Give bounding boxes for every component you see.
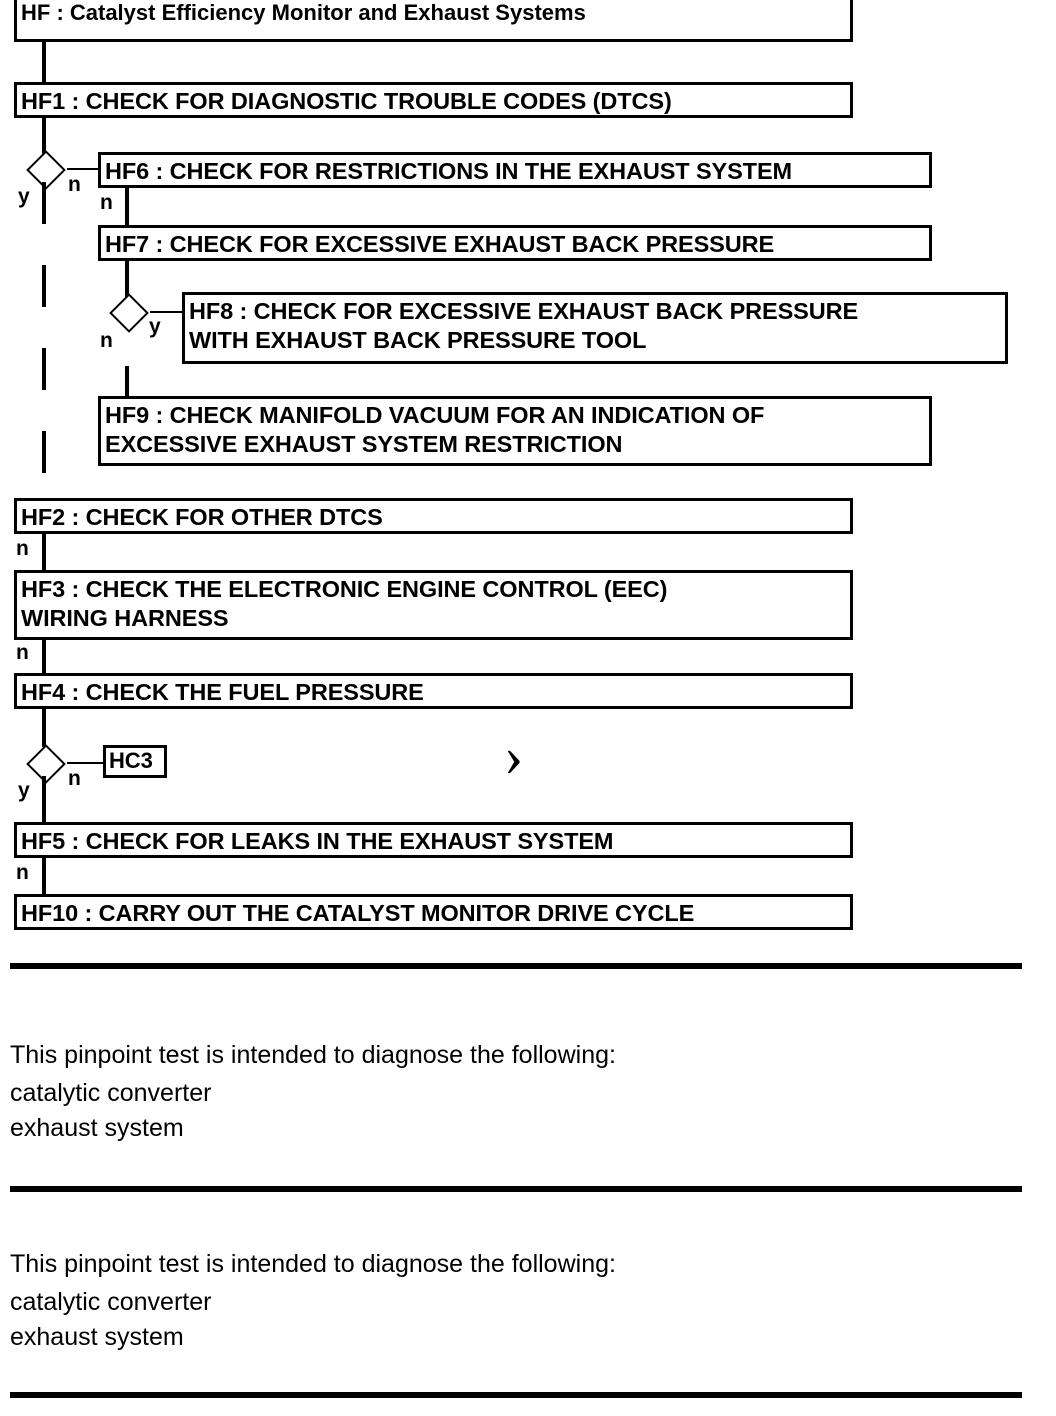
note-2-items: catalytic converter exhaust system [10,1288,212,1351]
connector-hf7-to-decision2 [125,261,129,297]
connector-decision2-to-hf8 [150,311,185,313]
branch-label-hf3-no: n [16,641,29,664]
node-hf8[interactable]: HF8 : CHECK FOR EXCESSIVE EXHAUST BACK P… [182,292,1008,364]
decision-diamond-3[interactable] [26,744,66,784]
branch-label-d3-no: n [68,767,81,790]
node-hf5[interactable]: HF5 : CHECK FOR LEAKS IN THE EXHAUST SYS… [14,822,853,858]
node-hf9[interactable]: HF9 : CHECK MANIFOLD VACUUM FOR AN INDIC… [98,396,932,466]
node-hf7[interactable]: HF7 : CHECK FOR EXCESSIVE EXHAUST BACK P… [98,225,932,261]
branch-label-d3-yes: y [18,779,30,802]
decision-diamond-2[interactable] [109,293,149,333]
note-1-items: catalytic converter exhaust system [10,1079,212,1142]
separator-rule-2 [10,1186,1022,1192]
node-hf4[interactable]: HF4 : CHECK THE FUEL PRESSURE [14,673,853,709]
connector-decision1-to-hf6 [67,168,101,170]
chevron-right-icon: › [504,723,524,788]
branch-label-d1-yes: y [18,185,30,208]
branch-label-d2-no: n [100,329,113,352]
branch-label-hf6-no: n [100,191,113,214]
decision-diamond-1[interactable] [26,150,66,190]
connector-hf4-to-decision3 [42,709,46,747]
connector-hf3-to-hf4 [42,640,46,674]
node-hc3[interactable]: HC3 [103,745,167,778]
connector-decision1-yes-dashed-trunk [42,182,46,498]
separator-rule-3 [10,1392,1022,1398]
connector-hf5-to-hf10 [42,858,46,894]
connector-decision2-to-hf9 [125,366,129,397]
branch-label-d1-no: n [68,173,81,196]
connector-decision3-to-hf5 [42,776,46,822]
connector-hf1-to-decision1 [42,118,46,154]
connector-hf-to-hf1 [42,42,46,83]
branch-label-d2-yes: y [149,315,161,338]
node-hf10[interactable]: HF10 : CARRY OUT THE CATALYST MONITOR DR… [14,894,853,930]
node-hf1[interactable]: HF1 : CHECK FOR DIAGNOSTIC TROUBLE CODES… [14,82,853,118]
node-hf-title[interactable]: HF : Catalyst Efficiency Monitor and Exh… [14,0,853,42]
connector-hf2-to-hf3 [42,534,46,570]
connector-decision3-to-hc3 [67,762,105,764]
note-2-heading: This pinpoint test is intended to diagno… [10,1250,616,1278]
note-1-heading: This pinpoint test is intended to diagno… [10,1041,616,1069]
node-hf3[interactable]: HF3 : CHECK THE ELECTRONIC ENGINE CONTRO… [14,570,853,640]
node-hf6[interactable]: HF6 : CHECK FOR RESTRICTIONS IN THE EXHA… [98,152,932,188]
node-hf2[interactable]: HF2 : CHECK FOR OTHER DTCS [14,498,853,534]
separator-rule-1 [10,963,1022,969]
branch-label-hf5-no: n [16,861,29,884]
connector-hf6-to-hf7 [125,188,129,225]
branch-label-hf2-no: n [16,537,29,560]
